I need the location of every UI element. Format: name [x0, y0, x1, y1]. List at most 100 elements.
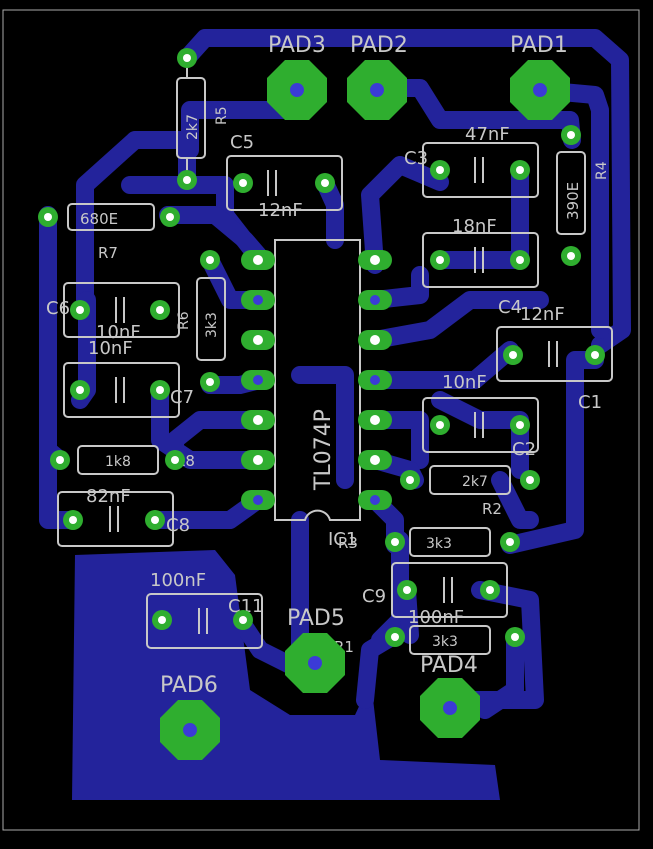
capacitor-c2: 10nF C2: [422, 372, 539, 460]
capacitor-c5: 12nF C5: [226, 132, 343, 221]
r3-value: 3k3: [426, 536, 452, 552]
resistor-r2: 2k7 R2: [429, 465, 511, 518]
through-hole-pad: [150, 300, 170, 320]
pad1-label: PAD1: [510, 33, 568, 58]
through-hole-pad: [585, 345, 605, 365]
ic-pin: [241, 370, 275, 390]
c5-value: 12nF: [258, 200, 303, 221]
c11-value: 100nF: [150, 570, 206, 591]
through-hole-pad: [145, 510, 165, 530]
capacitor-c6: 10nF C6: [46, 282, 180, 343]
r1-value: 3k3: [432, 634, 458, 650]
resistor-r3: 3k3 R3: [338, 527, 491, 557]
ic-pin: [358, 370, 392, 390]
through-hole-pad: [505, 627, 525, 647]
ic-pin: [358, 290, 392, 310]
through-hole-pad: [315, 173, 335, 193]
pad3[interactable]: PAD3: [267, 33, 327, 120]
r5-value: 2k7: [185, 114, 201, 140]
through-hole-pad: [430, 160, 450, 180]
ic1-pins: [241, 250, 392, 510]
r7-name: R7: [98, 244, 118, 262]
through-hole-pad: [561, 125, 581, 145]
resistor-r7: 680E R7: [67, 203, 155, 262]
r2-value: 2k7: [462, 474, 488, 490]
ic1-name: IC1: [328, 529, 357, 550]
r6-value: 3k3: [204, 312, 220, 338]
through-hole-pad: [165, 450, 185, 470]
through-hole-pad: [150, 380, 170, 400]
through-hole-pad: [50, 450, 70, 470]
through-hole-pad: [510, 415, 530, 435]
c7-name: C7: [170, 387, 194, 408]
pad6-label: PAD6: [160, 673, 218, 698]
through-hole-pad: [480, 580, 500, 600]
c2-name: C2: [512, 439, 536, 460]
through-hole-pad: [503, 345, 523, 365]
pad5-label: PAD5: [287, 606, 345, 631]
through-hole-pad: [177, 48, 197, 68]
c9-value: 100nF: [408, 607, 464, 628]
through-hole-pad: [385, 627, 405, 647]
r4-value: 390E: [564, 182, 582, 220]
pad4[interactable]: PAD4: [420, 653, 480, 738]
ic-pin: [241, 490, 275, 510]
capacitor-c1: 12nF C1: [496, 304, 613, 413]
c3-value: 47nF: [465, 124, 510, 145]
ic-pin: [241, 450, 275, 470]
through-hole-pad: [430, 250, 450, 270]
pad3-label: PAD3: [268, 33, 326, 58]
through-hole-pad: [233, 610, 253, 630]
c4-value: 18nF: [452, 216, 497, 237]
through-hole-pad: [510, 160, 530, 180]
through-hole-pad: [152, 610, 172, 630]
capacitor-c8: 82nF C8: [57, 486, 190, 547]
r8-value: 1k8: [105, 454, 131, 470]
c7-value: 10nF: [88, 338, 133, 359]
resistor-r4: 390E R4: [556, 151, 610, 235]
ic-pin: [241, 250, 275, 270]
capacitor-c4: 18nF C4: [422, 216, 539, 318]
through-hole-pad: [500, 532, 520, 552]
c1-value: 12nF: [520, 304, 565, 325]
c2-value: 10nF: [442, 372, 487, 393]
pad5[interactable]: PAD5: [285, 606, 345, 693]
r5-name: R5: [214, 106, 230, 125]
c11-name: C11: [228, 596, 263, 617]
pad4-label: PAD4: [420, 653, 478, 678]
ic1-tl074p: TL074P IC1: [274, 239, 361, 550]
ic-pin: [358, 330, 392, 350]
c8-name: C8: [166, 515, 190, 536]
c6-name: C6: [46, 298, 70, 319]
c6-value: 10nF: [96, 322, 141, 343]
pad6[interactable]: PAD6: [160, 673, 220, 760]
ic-pin: [358, 490, 392, 510]
ic1-value: TL074P: [311, 409, 336, 491]
through-hole-pad: [520, 470, 540, 490]
through-hole-pad: [400, 470, 420, 490]
ic-pin: [241, 410, 275, 430]
through-hole-pad: [177, 170, 197, 190]
pad1[interactable]: PAD1: [510, 33, 570, 120]
through-hole-pad: [510, 250, 530, 270]
c9-name: C9: [362, 586, 386, 607]
through-hole-pad: [233, 173, 253, 193]
r2-name: R2: [482, 500, 502, 518]
component-pads: [38, 48, 605, 647]
pad2-label: PAD2: [350, 33, 408, 58]
ic-pin: [358, 250, 392, 270]
ic-pin: [241, 330, 275, 350]
pad2[interactable]: PAD2: [347, 33, 408, 120]
c1-name: C1: [578, 392, 602, 413]
ic-pin: [241, 290, 275, 310]
resistor-r1: 3k3 R1: [334, 625, 491, 656]
through-hole-pad: [70, 380, 90, 400]
through-hole-pad: [200, 372, 220, 392]
r7-value: 680E: [80, 210, 118, 228]
c4-name: C4: [498, 297, 522, 318]
through-hole-pad: [200, 250, 220, 270]
capacitor-c9: 100nF C9: [362, 562, 508, 628]
through-hole-pad: [561, 246, 581, 266]
c3-name: C3: [404, 148, 428, 169]
